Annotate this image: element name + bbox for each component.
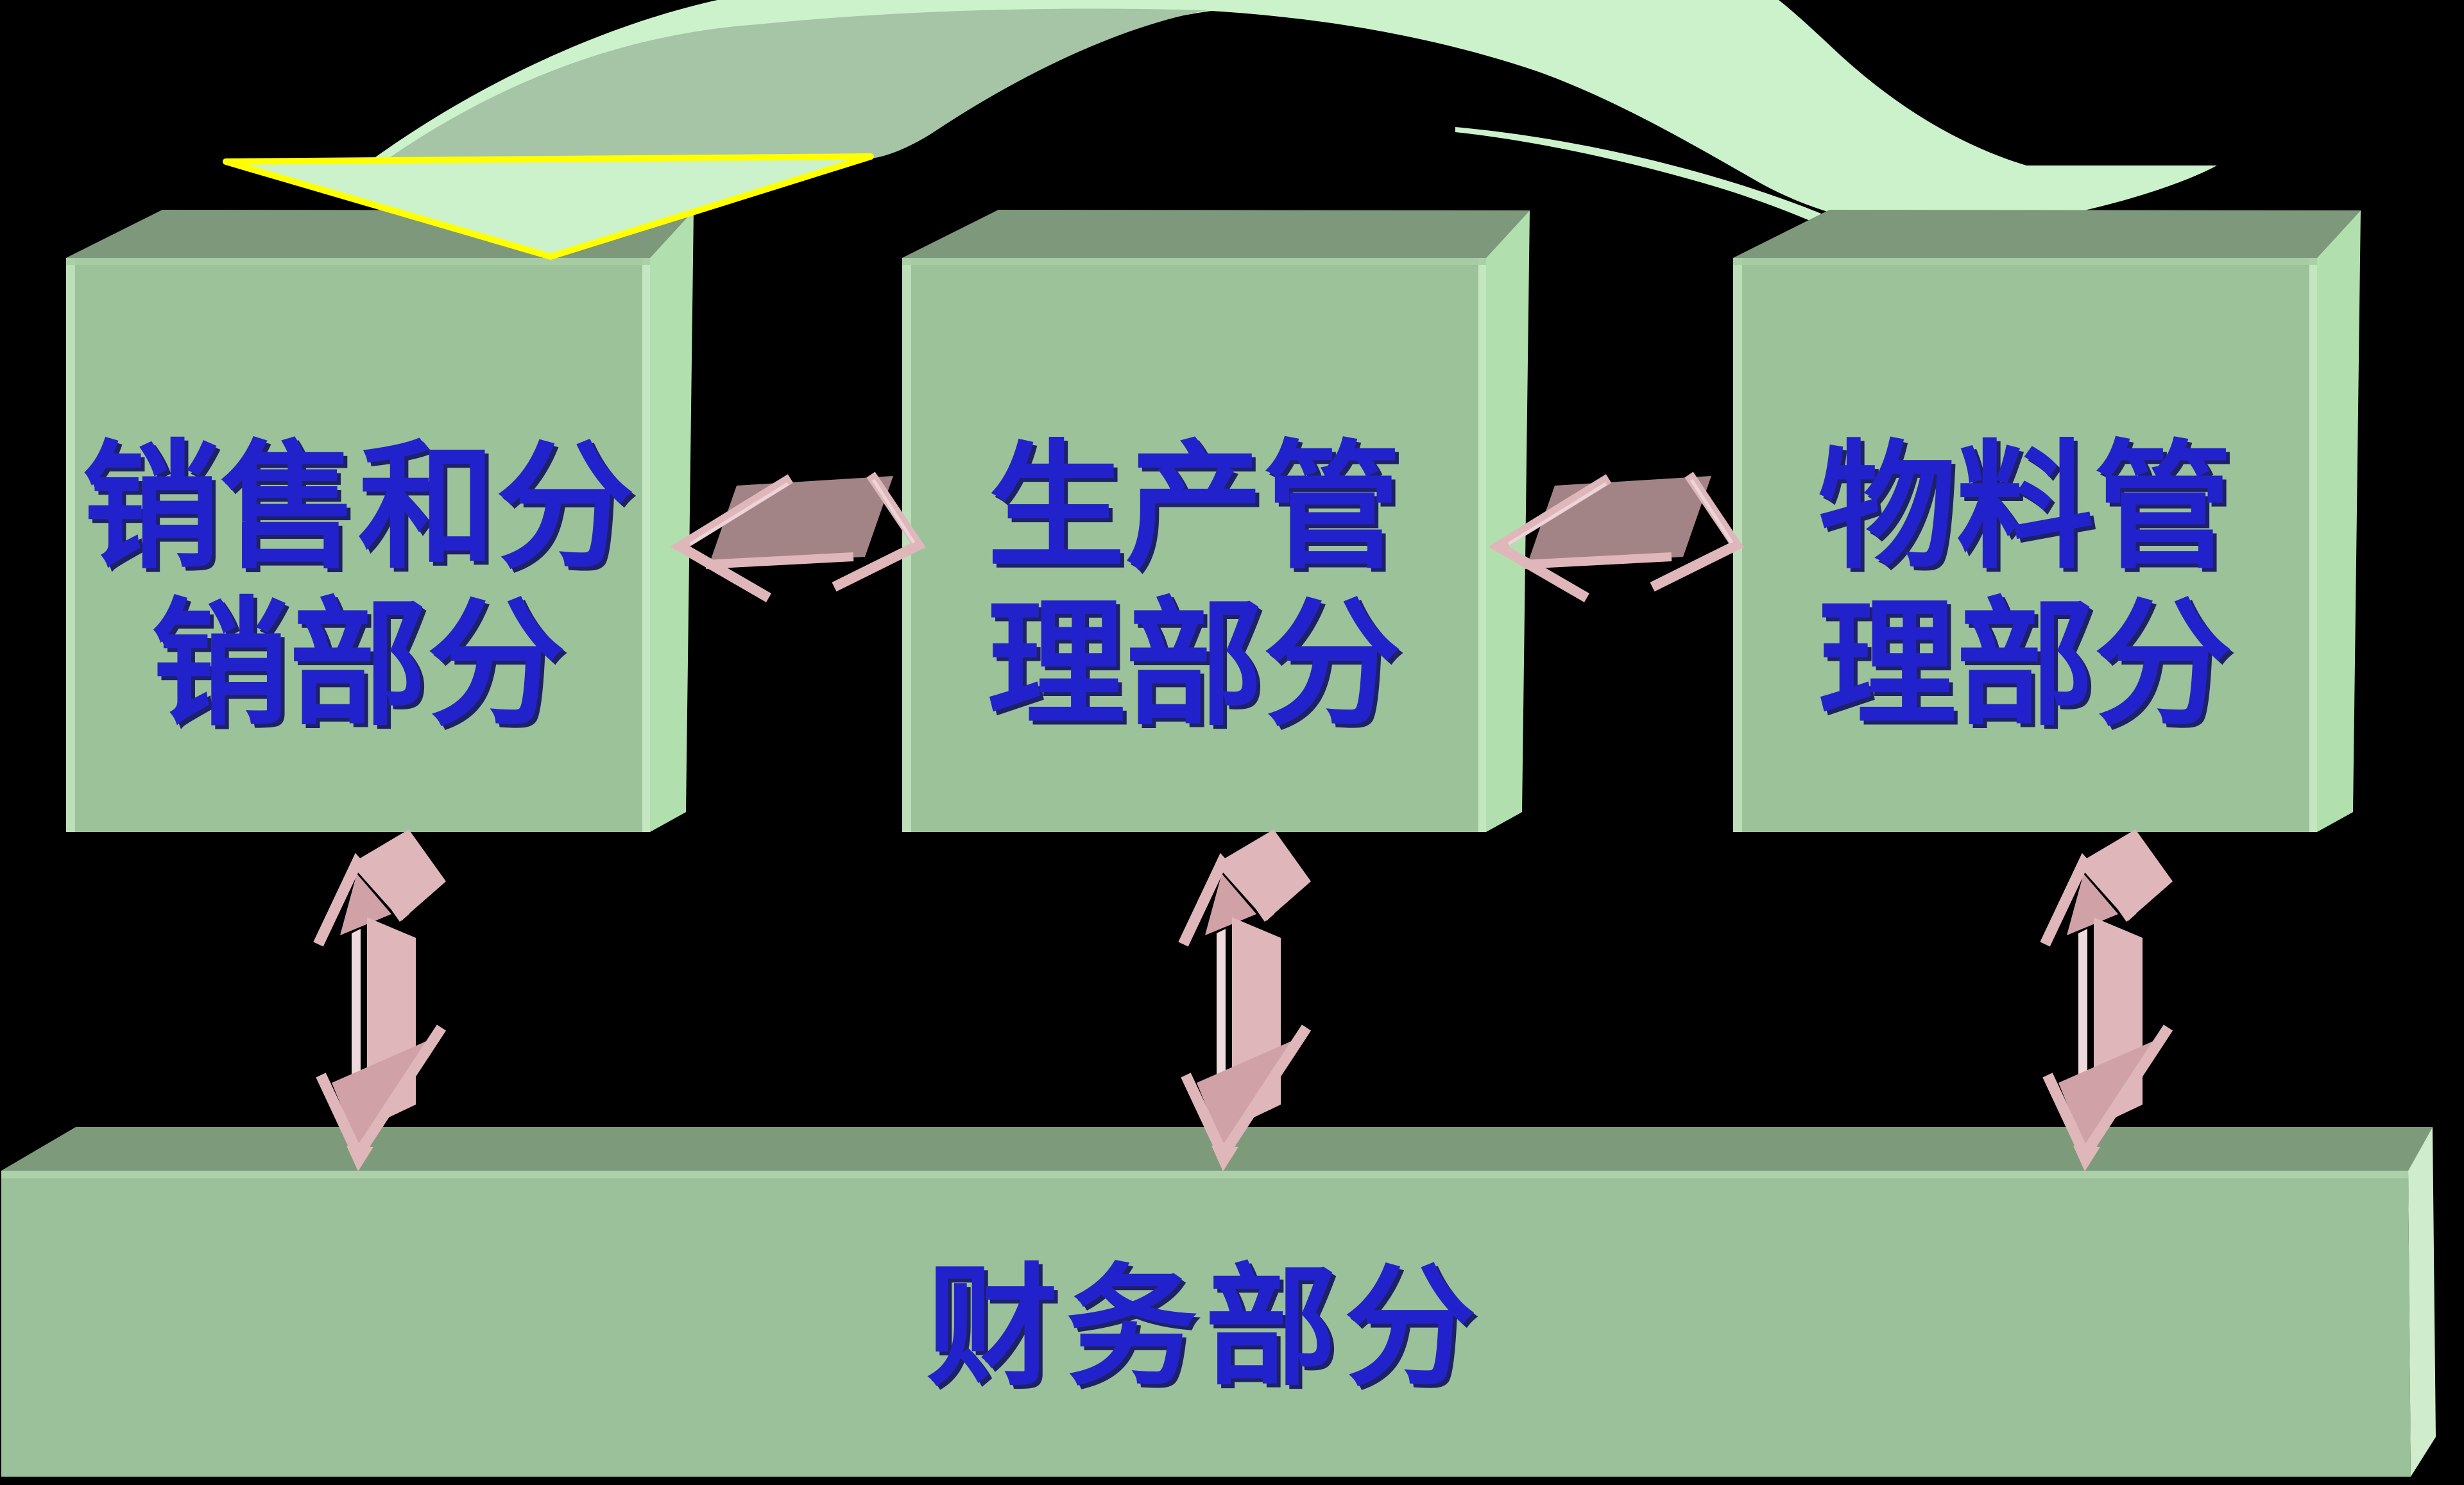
box-edge-highlight	[642, 258, 650, 832]
box-top-face	[1733, 210, 2361, 258]
module-box-material-management: 物料管 理部分	[1733, 210, 2361, 832]
box-edge-bevel	[902, 258, 1486, 265]
module-label-line2: 理部分	[1818, 587, 2232, 742]
box-edge-highlight	[902, 258, 911, 832]
module-label-line1: 销售和分	[82, 430, 634, 584]
top-curved-arrow	[371, 0, 2217, 240]
module-label-line2: 销部分	[151, 587, 565, 742]
box-edge-highlight	[2309, 258, 2317, 832]
box-edge-highlight	[66, 258, 75, 832]
box-top-face	[902, 210, 1530, 258]
finance-bar-front-face	[1, 1171, 2411, 1477]
curved-arrow-head	[223, 153, 874, 260]
box-side-face	[1486, 210, 1530, 832]
box-front-face	[66, 258, 650, 832]
box-side-face	[2317, 210, 2361, 832]
box-front-face	[1733, 258, 2317, 832]
curved-arrow-side-surface	[384, 8, 1208, 162]
box-edge-highlight	[1478, 258, 1486, 832]
module-label-line2: 理部分	[988, 587, 1401, 742]
finance-bar: 财务部分	[1, 1127, 2436, 1477]
box-edge-bevel	[1733, 258, 2317, 265]
finance-bar-bevel	[1, 1171, 2408, 1178]
finance-bar-side-face	[2408, 1127, 2436, 1477]
module-box-production-management: 生产管 理部分	[902, 210, 1530, 832]
module-box-sales-distribution: 销售和分 销部分	[66, 210, 694, 832]
box-side-face	[650, 210, 694, 832]
finance-bar-label: 财务部分	[927, 1254, 1484, 1401]
box-front-face	[902, 258, 1486, 832]
module-label-line1: 生产管	[988, 430, 1401, 584]
box-edge-bevel	[66, 258, 650, 265]
module-label-line1: 物料管	[1818, 430, 2232, 584]
